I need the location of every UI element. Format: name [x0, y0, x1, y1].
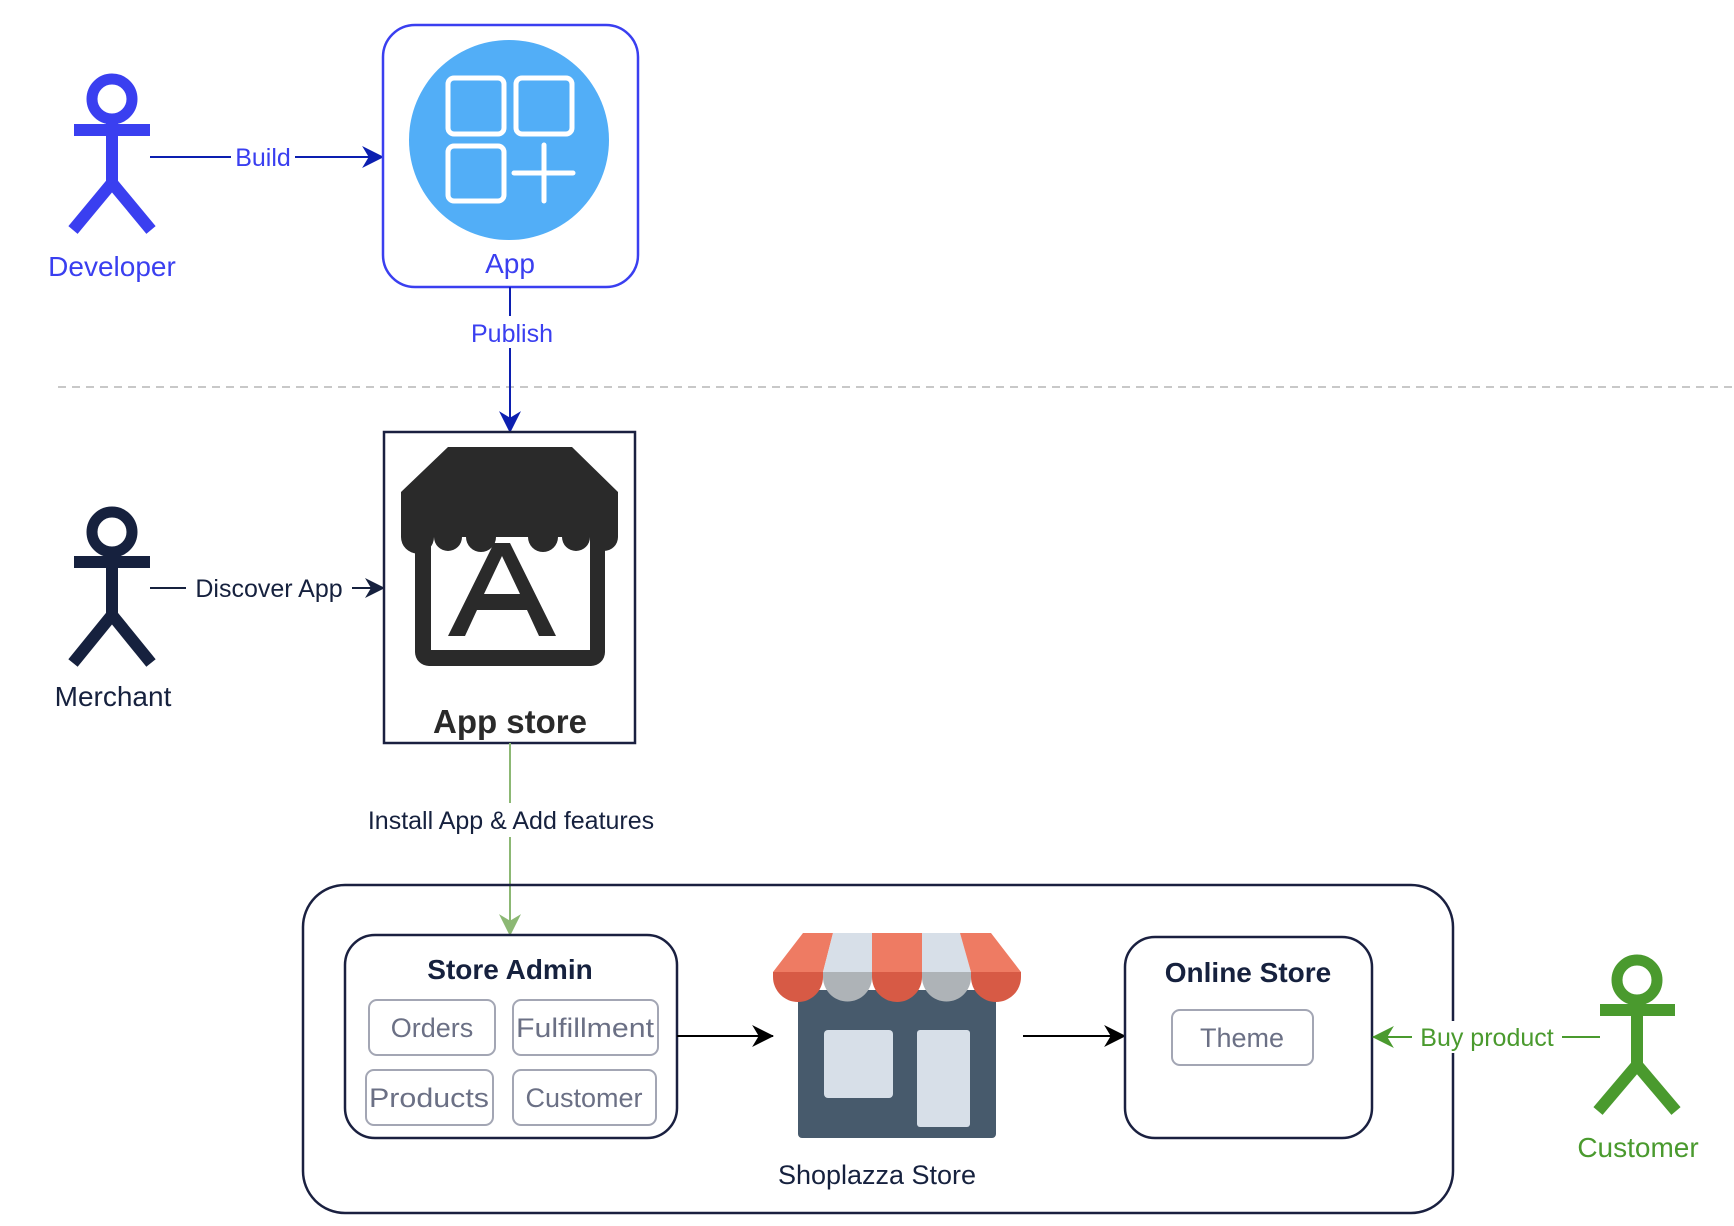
- chip-products-label: Products: [369, 1083, 489, 1113]
- developer-label: Developer: [48, 251, 176, 282]
- app-label: App: [485, 248, 535, 279]
- install-label: Install App & Add features: [368, 807, 654, 835]
- app-store-label: App store: [433, 703, 587, 740]
- discover-label: Discover App: [195, 575, 342, 603]
- online-store-title: Online Store: [1165, 957, 1331, 988]
- chip-orders[interactable]: Orders: [368, 999, 496, 1056]
- storefront-a-icon: [401, 447, 618, 666]
- discover-edge: Discover App: [150, 572, 385, 604]
- online-store-node[interactable]: Online Store Theme: [1123, 935, 1374, 1140]
- chip-fulfillment-label: Fulfillment: [516, 1013, 655, 1043]
- chip-orders-label: Orders: [391, 1013, 474, 1043]
- publish-label: Publish: [471, 320, 553, 348]
- store-admin-title: Store Admin: [427, 954, 592, 985]
- chip-theme-label: Theme: [1200, 1023, 1284, 1053]
- store-admin-node[interactable]: Store Admin Orders Fulfillment Products …: [343, 933, 679, 1140]
- app-store-node[interactable]: App store: [382, 430, 637, 745]
- chip-customer-label: Customer: [525, 1083, 642, 1113]
- merchant-actor[interactable]: Merchant: [55, 506, 172, 712]
- customer-label: Customer: [1577, 1132, 1698, 1163]
- chip-fulfillment[interactable]: Fulfillment: [512, 999, 659, 1056]
- install-edge: Install App & Add features: [348, 743, 672, 937]
- app-grid-plus-icon: [409, 40, 609, 240]
- developer-actor[interactable]: Developer: [48, 73, 176, 282]
- developer-person-icon: [68, 73, 156, 234]
- shoplazza-store-label: Shoplazza Store: [778, 1160, 976, 1190]
- chip-products[interactable]: Products: [365, 1069, 494, 1126]
- build-edge: Build: [150, 142, 385, 172]
- merchant-label: Merchant: [55, 681, 172, 712]
- buy-edge: Buy product: [1371, 1021, 1600, 1053]
- merchant-person-icon: [68, 506, 156, 667]
- customer-actor[interactable]: Customer: [1577, 954, 1699, 1163]
- customer-person-icon: [1593, 954, 1681, 1115]
- build-label: Build: [235, 144, 291, 172]
- buy-label: Buy product: [1420, 1024, 1553, 1052]
- chip-customer[interactable]: Customer: [512, 1069, 657, 1126]
- publish-edge: Publish: [465, 287, 555, 434]
- chip-theme[interactable]: Theme: [1171, 1009, 1314, 1066]
- shop-awning-icon: [773, 933, 1021, 1138]
- app-node[interactable]: App: [381, 23, 640, 289]
